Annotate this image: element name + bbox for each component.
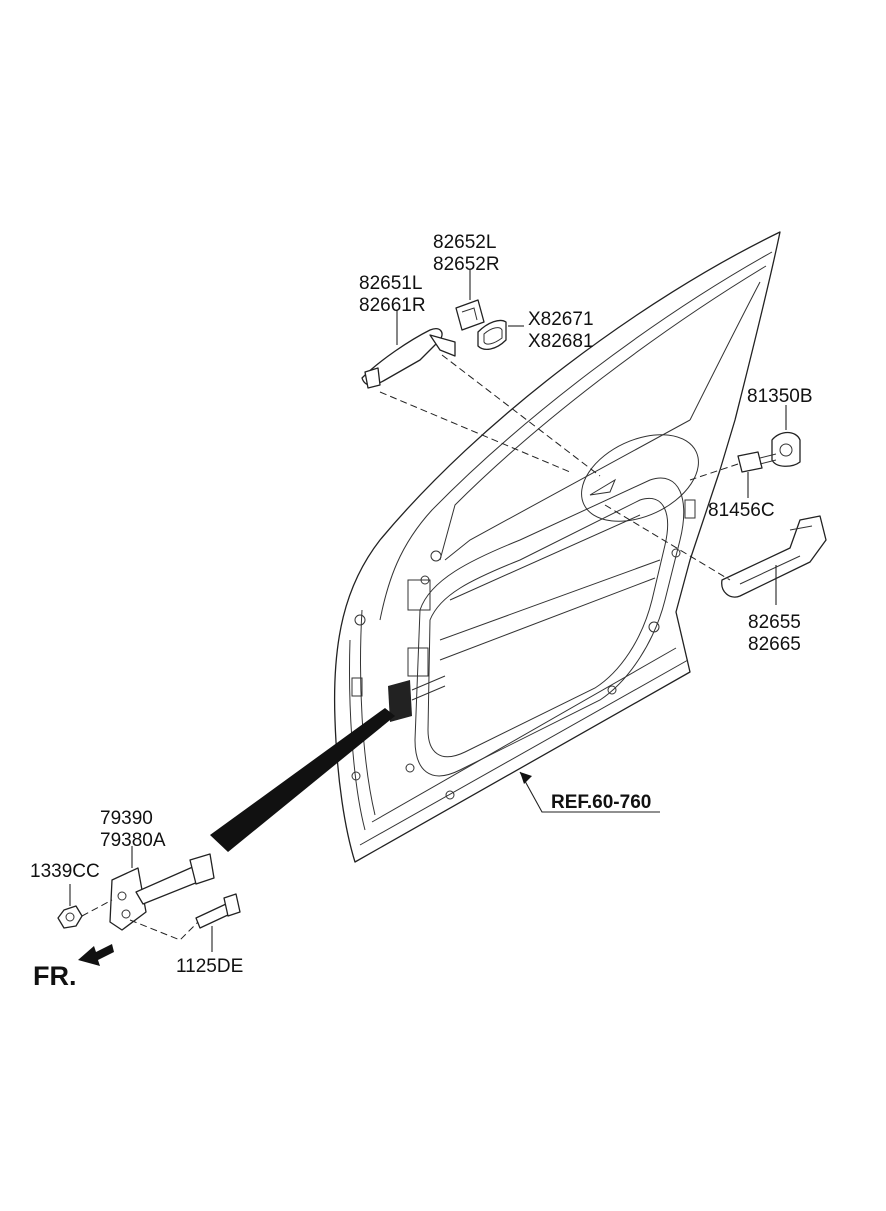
- label-1339CC: 1339CC: [30, 861, 100, 882]
- label-ref: REF.60-760: [551, 792, 651, 813]
- handle-cover: [455, 299, 485, 331]
- nut: [57, 905, 83, 929]
- door-checker: [109, 853, 215, 931]
- label-X82671: X82671: [528, 309, 594, 330]
- label-81456C: 81456C: [708, 500, 775, 521]
- label-X82681: X82681: [528, 331, 594, 352]
- label-82652R: 82652R: [433, 254, 500, 275]
- label-79390: 79390: [100, 808, 153, 829]
- label-81350B: 81350B: [747, 386, 813, 407]
- inside-handle-bracket: [721, 515, 827, 598]
- label-82652L: 82652L: [433, 232, 496, 253]
- label-79380A: 79380A: [100, 830, 166, 851]
- handle-gasket: [477, 319, 507, 351]
- label-82651L: 82651L: [359, 273, 422, 294]
- label-82665: 82665: [748, 634, 801, 655]
- checker-pointer: [210, 708, 395, 852]
- label-front: FR.: [33, 961, 77, 991]
- striker-washer: [771, 431, 801, 467]
- outside-handle: [361, 328, 456, 389]
- label-82661R: 82661R: [359, 295, 426, 316]
- front-direction-arrow: [78, 944, 114, 966]
- label-82655: 82655: [748, 612, 801, 633]
- bolt: [195, 893, 241, 929]
- label-1125DE: 1125DE: [176, 956, 243, 977]
- striker-screw: [737, 451, 777, 473]
